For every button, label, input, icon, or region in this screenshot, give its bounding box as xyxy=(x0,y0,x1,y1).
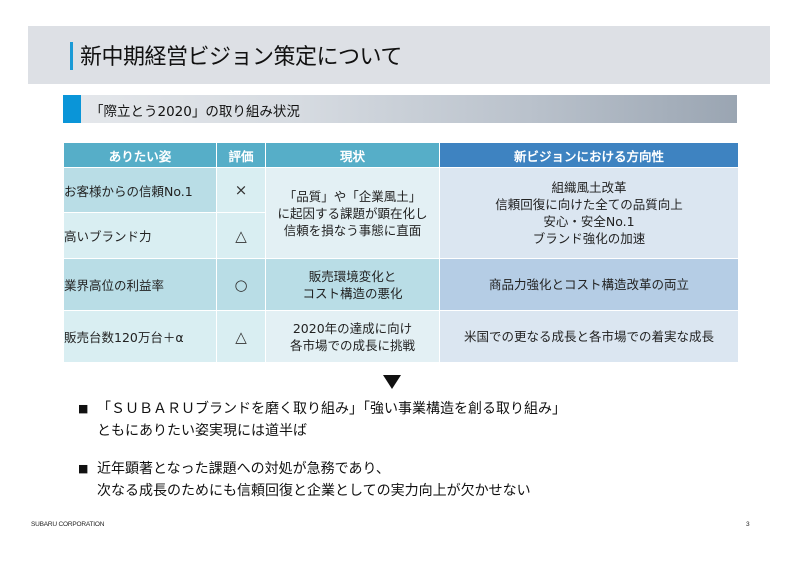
column-header-vision: 新ビジョンにおける方向性 xyxy=(439,142,739,168)
table-header-row: ありたい姿 評価 現状 新ビジョンにおける方向性 xyxy=(63,142,739,168)
current-line: 信頼を損なう事態に直面 xyxy=(283,222,422,238)
bullet-line: 次なる成長のためにも信頼回復と企業としての実力向上が欠かせない xyxy=(97,483,531,499)
vision-cell: 組織風土改革 信頼回復に向けた全ての品質向上 安心・安全No.1 ブランド強化の… xyxy=(439,167,739,259)
evaluation-cell: ○ xyxy=(216,258,266,311)
footer-company: SUBARU CORPORATION xyxy=(31,521,105,528)
vision-line: 組織風土改革 xyxy=(551,180,627,195)
current-line: に起因する課題が顕在化し xyxy=(277,205,428,221)
column-header-evaluation: 評価 xyxy=(216,142,266,168)
bullet-point: ■ 近年顕著となった課題への対処が急務であり、 次なる成長のためにも信頼回復と企… xyxy=(78,458,531,502)
current-cell: 2020年の達成に向け 各市場での成長に挑戦 xyxy=(265,310,440,363)
column-header-goal: ありたい姿 xyxy=(63,142,217,168)
current-line: 各市場での成長に挑戦 xyxy=(289,337,415,353)
square-bullet-icon: ■ xyxy=(78,402,89,415)
current-line: 販売環境変化と xyxy=(308,268,397,284)
table-row: お客様からの信頼No.1 × 「品質」や「企業風土」 に起因する課題が顕在化し … xyxy=(63,167,739,259)
bullet-point: ■ 「ＳＵＢＡＲＵブランドを磨く取り組み」「強い事業構造を創る取り組み」 ともに… xyxy=(78,398,566,442)
vision-line: 安心・安全No.1 xyxy=(543,214,635,229)
vision-line: 信頼回復に向けた全ての品質向上 xyxy=(495,197,683,212)
goal-cell: 販売台数120万台＋α xyxy=(63,310,217,363)
column-header-current: 現状 xyxy=(265,142,440,168)
bullet-line: 近年顕著となった課題への対処が急務であり、 xyxy=(97,461,390,477)
page-title: 新中期経営ビジョン策定について xyxy=(80,45,402,70)
bullet-line: ともにありたい姿実現には道半ば xyxy=(97,423,307,439)
evaluation-cell: × xyxy=(216,167,266,213)
current-line: 2020年の達成に向け xyxy=(292,320,413,336)
vision-cell: 米国での更なる成長と各市場での着実な成長 xyxy=(439,310,739,363)
goal-cell: 高いブランド力 xyxy=(63,212,217,259)
status-table: ありたい姿 評価 現状 新ビジョンにおける方向性 お客様からの信頼No.1 × … xyxy=(63,142,739,363)
square-bullet-icon: ■ xyxy=(78,462,89,475)
goal-cell: 業界高位の利益率 xyxy=(63,258,217,311)
table-row: 販売台数120万台＋α △ 2020年の達成に向け 各市場での成長に挑戦 米国で… xyxy=(63,310,739,363)
evaluation-cell: △ xyxy=(216,212,266,259)
down-triangle-icon xyxy=(383,375,401,389)
current-cell: 「品質」や「企業風土」 に起因する課題が顕在化し 信頼を損なう事態に直面 xyxy=(265,167,440,259)
current-cell: 販売環境変化と コスト構造の悪化 xyxy=(265,258,440,311)
bullet-line: 「ＳＵＢＡＲＵブランドを磨く取り組み」「強い事業構造を創る取り組み」 xyxy=(97,401,566,417)
vision-cell: 商品力強化とコスト構造改革の両立 xyxy=(439,258,739,311)
subtitle-accent-block xyxy=(63,95,81,123)
title-band: 新中期経営ビジョン策定について xyxy=(28,26,770,84)
page-number: 3 xyxy=(746,521,750,528)
table-row: 業界高位の利益率 ○ 販売環境変化と コスト構造の悪化 商品力強化とコスト構造改… xyxy=(63,258,739,311)
current-line: 「品質」や「企業風土」 xyxy=(283,188,422,204)
vision-line: ブランド強化の加速 xyxy=(532,231,646,246)
goal-cell: お客様からの信頼No.1 xyxy=(63,167,217,213)
section-subtitle-bar: 「際立とう2020」の取り組み状況 xyxy=(63,95,737,123)
section-subtitle: 「際立とう2020」の取り組み状況 xyxy=(90,104,300,120)
table-row: 高いブランド力 △ xyxy=(63,212,739,259)
evaluation-cell: △ xyxy=(216,310,266,363)
title-accent-bar xyxy=(70,42,73,70)
current-line: コスト構造の悪化 xyxy=(302,285,403,301)
